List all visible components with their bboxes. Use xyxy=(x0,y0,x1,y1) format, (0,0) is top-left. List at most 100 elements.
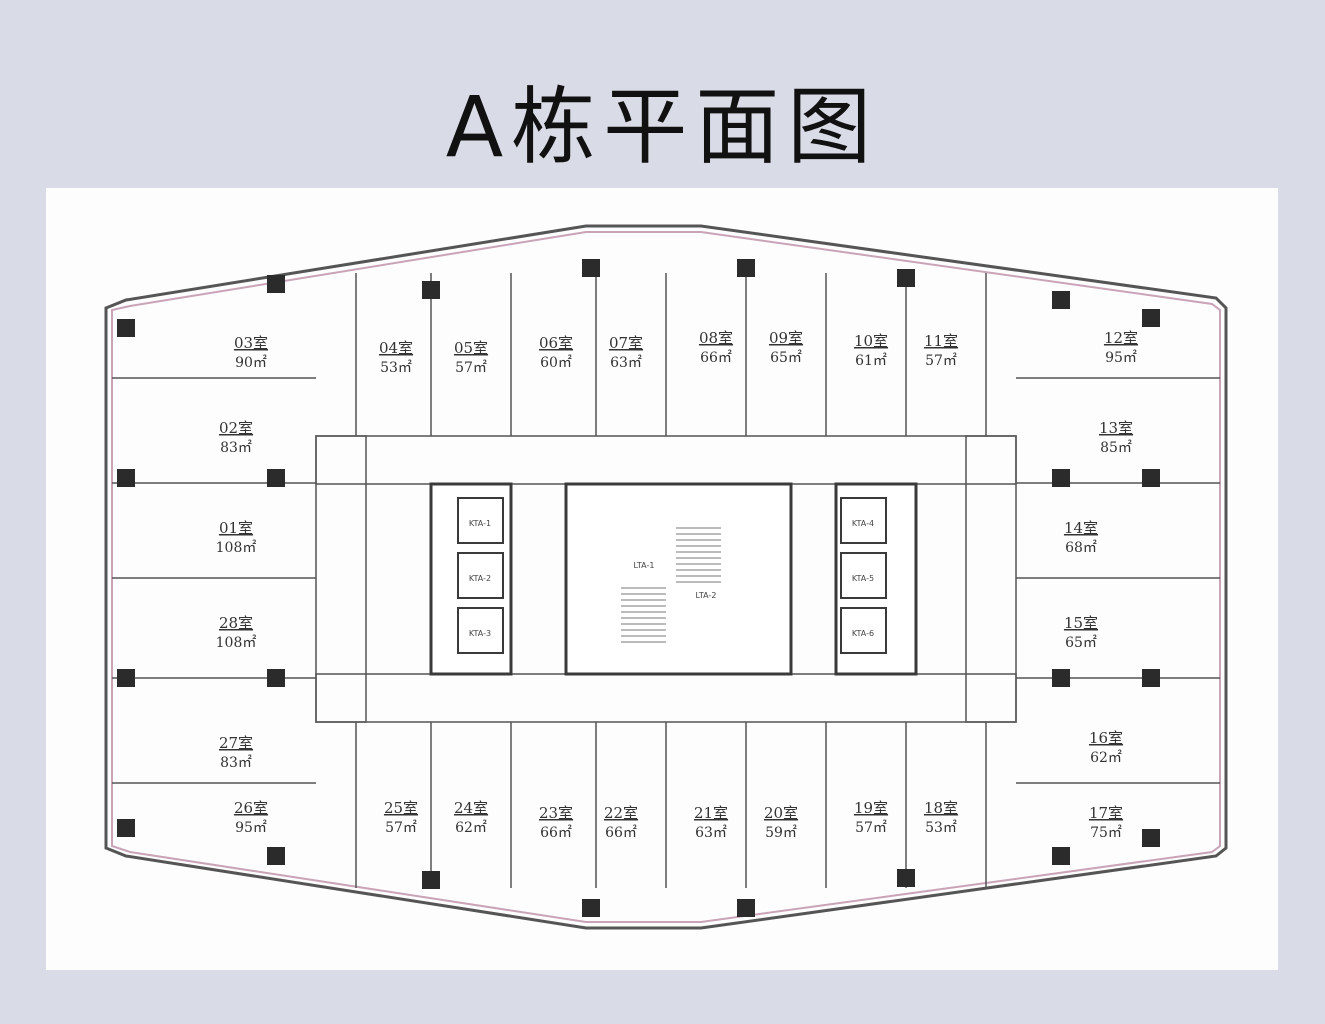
room-label: 17室 xyxy=(1089,804,1123,822)
room-label: 28室 xyxy=(219,614,253,632)
room-label: 04室 xyxy=(379,339,413,357)
room-label: 21室 xyxy=(694,804,728,822)
room-28: 28室 108㎡ xyxy=(216,614,257,651)
structural-column xyxy=(737,899,755,917)
room-label: 08室 xyxy=(699,329,733,347)
structural-column xyxy=(117,669,135,687)
room-label: 19室 xyxy=(854,799,888,817)
structural-column xyxy=(1052,469,1070,487)
structural-column xyxy=(1052,291,1070,309)
lift-car xyxy=(457,497,504,544)
room-label: 01室 xyxy=(219,519,253,537)
room-area: 53㎡ xyxy=(380,360,412,376)
room-label: 13室 xyxy=(1099,419,1133,437)
room-label: 10室 xyxy=(854,332,888,350)
room-labels-layer: 03室90㎡04室53㎡05室57㎡06室60㎡07室63㎡08室66㎡09室6… xyxy=(216,329,1138,841)
structural-column xyxy=(582,899,600,917)
structural-column xyxy=(267,847,285,865)
right-lift-core xyxy=(834,482,918,676)
room-area: 62㎡ xyxy=(1090,750,1122,766)
lift-label: KTA-5 xyxy=(852,574,874,583)
structural-column xyxy=(1142,309,1160,327)
room-area: 57㎡ xyxy=(455,360,487,376)
structural-column xyxy=(117,319,135,337)
left-lift-core xyxy=(429,482,513,676)
room-label: 22室 xyxy=(604,804,638,822)
balcony-edge xyxy=(111,231,1221,923)
room-area: 68㎡ xyxy=(1065,540,1097,556)
room-area: 63㎡ xyxy=(610,355,642,371)
lift-car xyxy=(457,552,504,599)
central-stair-core xyxy=(564,482,793,676)
lift-car xyxy=(840,607,887,654)
room-area: 75㎡ xyxy=(1090,825,1122,841)
room-area: 65㎡ xyxy=(770,350,802,366)
room-area: 62㎡ xyxy=(455,820,487,836)
floor-plan-drawing: KTA-1KTA-2KTA-3KTA-4KTA-5KTA-6LTA-1LTA-2… xyxy=(104,224,1228,930)
room-area: 83㎡ xyxy=(220,440,252,456)
room-area: 66㎡ xyxy=(605,825,637,841)
room-area: 65㎡ xyxy=(1065,635,1097,651)
north-corridor xyxy=(315,435,1017,485)
page-title: A栋平面图 xyxy=(445,78,880,176)
stair-label: LTA-1 xyxy=(634,561,655,570)
room-area: 90㎡ xyxy=(235,355,267,371)
structural-column xyxy=(117,469,135,487)
room-label: 12室 xyxy=(1104,329,1138,347)
lift-car xyxy=(457,607,504,654)
room-label: 02室 xyxy=(219,419,253,437)
room-label: 25室 xyxy=(384,799,418,817)
room-area: 85㎡ xyxy=(1100,440,1132,456)
structural-column xyxy=(1142,669,1160,687)
room-area: 108㎡ xyxy=(216,635,257,651)
room-area: 60㎡ xyxy=(540,355,572,371)
room-area: 53㎡ xyxy=(925,820,957,836)
walls-layer xyxy=(104,224,1228,930)
room-label: 07室 xyxy=(609,334,643,352)
room-label: 27室 xyxy=(219,734,253,752)
lift-label: KTA-4 xyxy=(852,519,874,528)
lift-label: KTA-3 xyxy=(469,629,491,638)
room-label: 20室 xyxy=(764,804,798,822)
structural-column xyxy=(737,259,755,277)
structural-column xyxy=(422,871,440,889)
west-corridor xyxy=(315,435,367,723)
south-corridor xyxy=(315,673,1017,723)
room-area: 63㎡ xyxy=(695,825,727,841)
room-label: 09室 xyxy=(769,329,803,347)
lift-label: KTA-2 xyxy=(469,574,491,583)
room-area: 66㎡ xyxy=(700,350,732,366)
room-label: 24室 xyxy=(454,799,488,817)
room-area: 95㎡ xyxy=(235,820,267,836)
room-area: 59㎡ xyxy=(765,825,797,841)
room-area: 83㎡ xyxy=(220,755,252,771)
room-label: 05室 xyxy=(454,339,488,357)
structural-column xyxy=(1052,847,1070,865)
room-label: 23室 xyxy=(539,804,573,822)
structural-column xyxy=(1142,829,1160,847)
room-label: 26室 xyxy=(234,799,268,817)
room-area: 66㎡ xyxy=(540,825,572,841)
room-label: 18室 xyxy=(924,799,958,817)
room-label: 14室 xyxy=(1064,519,1098,537)
structural-column xyxy=(1142,469,1160,487)
